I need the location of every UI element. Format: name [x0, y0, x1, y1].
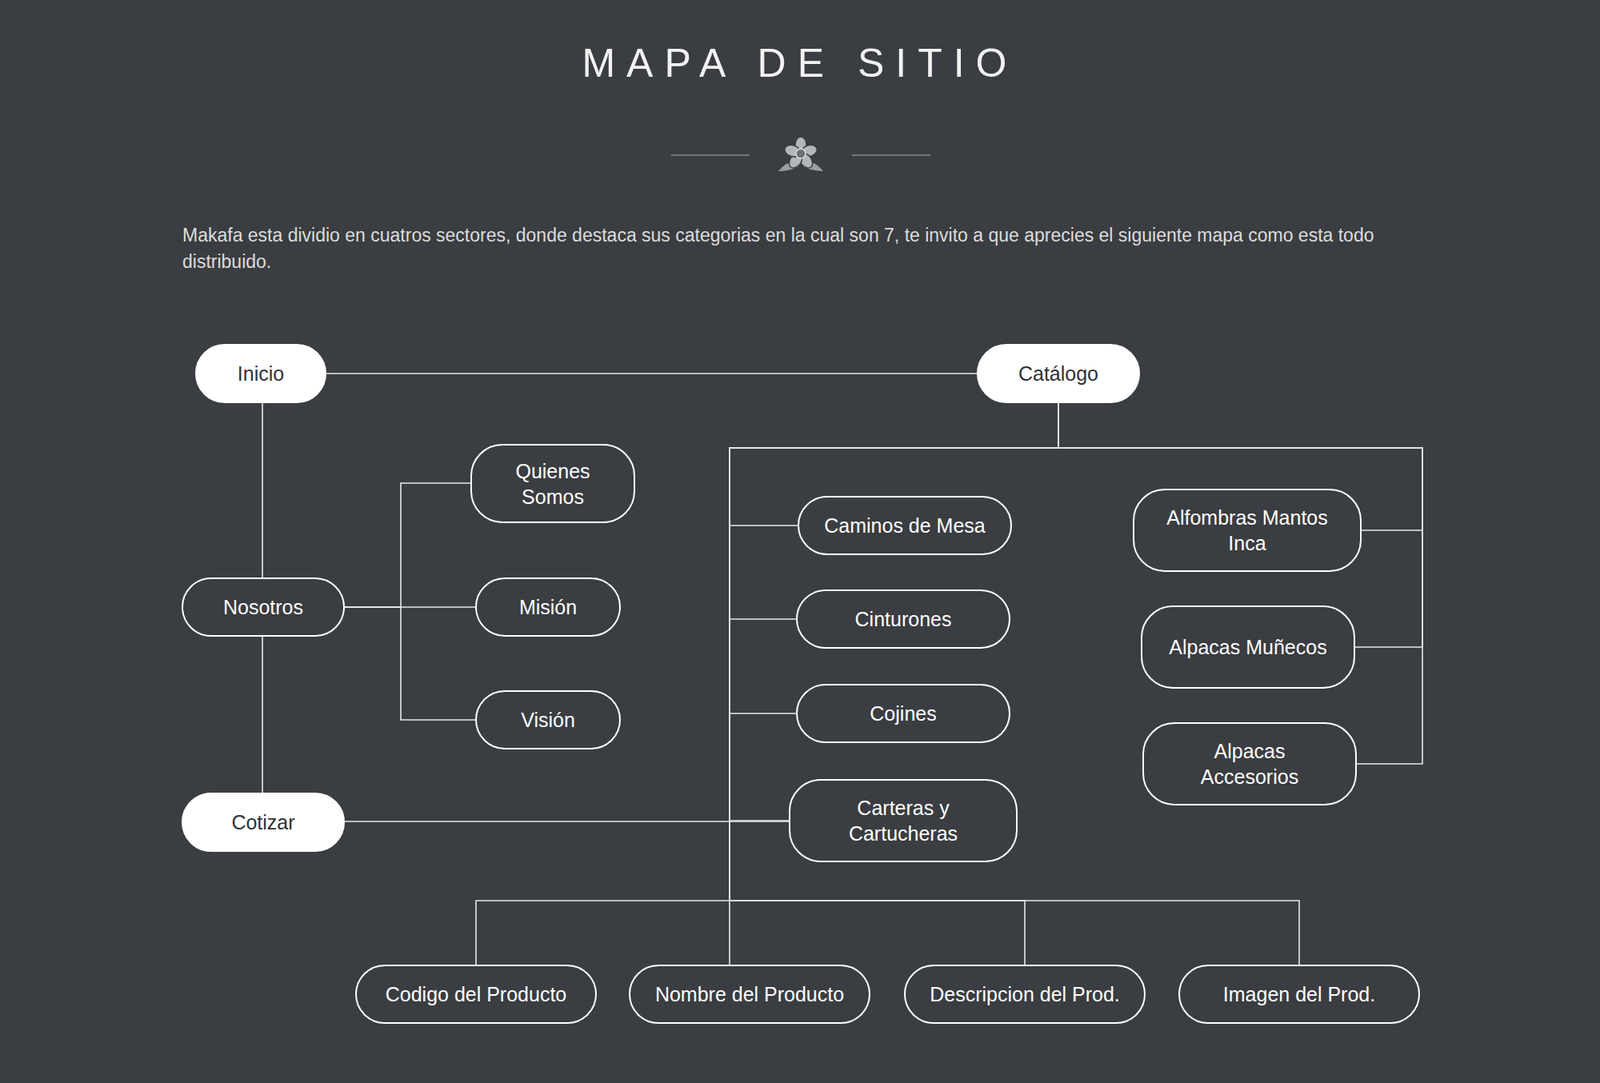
home-node: Inicio [195, 344, 327, 404]
connector-line [261, 636, 264, 793]
node-label: Codigo del Producto [385, 981, 568, 1008]
category-node: Alpacas Muñecos [1140, 605, 1356, 689]
subsection-node: Misión [475, 577, 621, 637]
divider-line [852, 154, 931, 156]
node-label: Misión [519, 594, 577, 620]
category-node: Alpacas Accesorios [1142, 722, 1357, 806]
flower-icon [778, 136, 824, 172]
node-label: Visión [520, 707, 576, 733]
node-label: Imagen del Prod. [1223, 981, 1376, 1008]
section-node: Nosotros [181, 577, 345, 637]
category-node: Carteras y Cartucheras [788, 779, 1018, 863]
subsection-node: Visión [475, 690, 621, 750]
node-label: Carteras y Cartucheras [811, 795, 996, 847]
node-label: Alpacas Muñecos [1168, 634, 1327, 660]
connector-line [729, 403, 1059, 965]
connector-line [344, 607, 476, 720]
connector-line [729, 403, 1059, 965]
field-node: Codigo del Producto [355, 964, 597, 1024]
node-label: Quienes Somos [492, 458, 613, 510]
connector-line [729, 403, 1059, 620]
node-label: Alpacas Accesorios [1169, 738, 1330, 790]
page-title: MAPA DE SITIO [0, 40, 1600, 87]
category-node: Alfombras Mantos Inca [1132, 488, 1362, 572]
category-node: Cojines [796, 684, 1011, 744]
field-node: Imagen del Prod. [1178, 964, 1420, 1024]
node-label: Nombre del Producto [655, 981, 844, 1008]
node-label: Cotizar [231, 809, 295, 836]
divider-line [671, 154, 750, 156]
field-node: Descripcion del Prod. [904, 964, 1146, 1024]
connector-line [476, 403, 1059, 965]
node-label: Catálogo [1018, 360, 1099, 387]
subsection-node: Quienes Somos [470, 444, 636, 524]
connector-line [326, 372, 977, 375]
node-label: Descripcion del Prod. [929, 981, 1120, 1008]
connector-line [261, 403, 264, 578]
catalog-node: Catálogo [976, 344, 1140, 404]
quote-node: Cotizar [181, 792, 345, 852]
node-label: Caminos de Mesa [824, 512, 985, 539]
node-label: Nosotros [223, 594, 304, 620]
connector-line [729, 403, 1059, 714]
node-label: Cinturones [855, 606, 952, 632]
category-node: Caminos de Mesa [797, 496, 1012, 556]
intro-text: Makafa esta dividio en cuatros sectores,… [182, 222, 1399, 276]
connector-line [1058, 403, 1423, 764]
connector-line [729, 403, 1059, 821]
connector-line [344, 820, 789, 823]
category-node: Cinturones [796, 589, 1011, 649]
field-node: Nombre del Producto [628, 964, 871, 1024]
connector-line [344, 483, 471, 608]
node-label: Alfombras Mantos Inca [1155, 504, 1340, 556]
node-label: Cojines [869, 700, 936, 727]
node-label: Inicio [237, 360, 284, 387]
